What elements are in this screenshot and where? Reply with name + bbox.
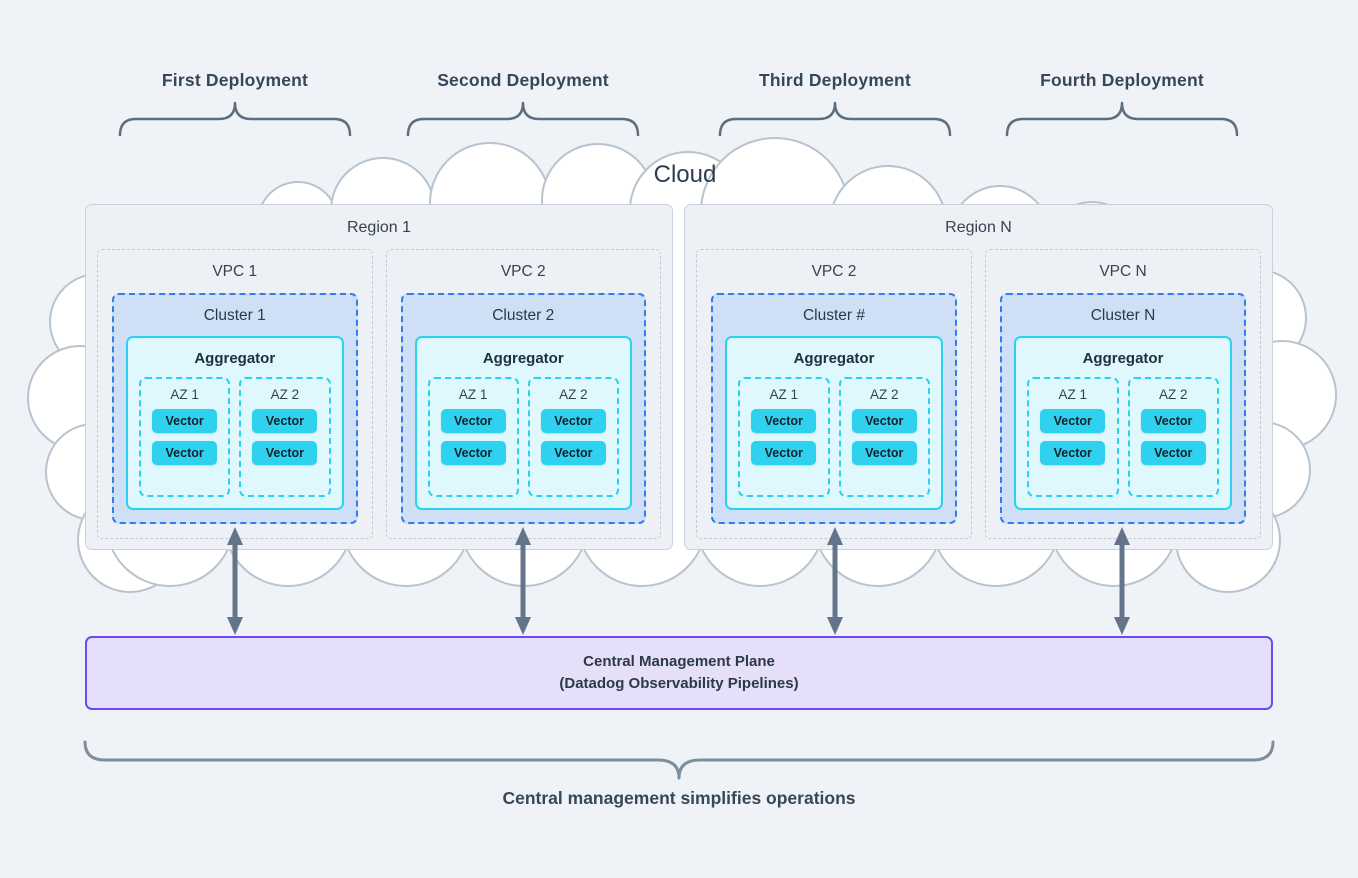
vector-node: Vector — [540, 441, 606, 465]
az-title: AZ 1 — [170, 387, 199, 402]
region-title: Region N — [945, 219, 1012, 236]
deployment-label-first: First Deployment — [161, 70, 309, 90]
aggregator-title: Aggregator — [1082, 350, 1164, 367]
vector-node: Vector — [1140, 409, 1206, 433]
caption-text: Central management simplifies operations — [502, 788, 856, 808]
region-1-box: Region 1 VPC 1 Cluster 1 Aggregator AZ 1… — [85, 204, 673, 550]
az-box: AZ 1 Vector Vector — [139, 377, 231, 497]
arrow-down-icon — [227, 617, 243, 635]
central-management-plane: Central Management Plane (Datadog Observ… — [85, 636, 1273, 710]
az-title: AZ 1 — [769, 387, 798, 402]
vector-node: Vector — [1140, 441, 1206, 465]
vector-node: Vector — [851, 409, 917, 433]
cluster-box: Cluster N Aggregator AZ 1 Vector Vector … — [1000, 293, 1246, 524]
vector-node: Vector — [440, 409, 506, 433]
vector-node: Vector — [1040, 409, 1106, 433]
arrow-down-icon — [827, 617, 843, 635]
cluster-box: Cluster # Aggregator AZ 1 Vector Vector … — [711, 293, 957, 524]
plane-title-line2: (Datadog Observability Pipelines) — [559, 675, 799, 692]
aggregator-box: Aggregator AZ 1 Vector Vector AZ 2 Vecto… — [1014, 336, 1232, 510]
vpc-box: VPC 1 Cluster 1 Aggregator AZ 1 Vector V… — [97, 249, 373, 539]
arrow-down-icon — [515, 617, 531, 635]
az-row: AZ 1 Vector Vector AZ 2 Vector Vector — [128, 377, 342, 508]
vector-node: Vector — [540, 409, 606, 433]
vpc-row: VPC 2 Cluster # Aggregator AZ 1 Vector V… — [685, 249, 1272, 549]
az-box: AZ 2 Vector Vector — [527, 377, 619, 497]
plane-title-line1: Central Management Plane — [583, 653, 775, 670]
deployment-label-second: Second Deployment — [437, 70, 609, 90]
aggregator-box: Aggregator AZ 1 Vector Vector AZ 2 Vecto… — [126, 336, 344, 510]
cluster-title: Cluster 2 — [492, 307, 555, 324]
az-row: AZ 1 Vector Vector AZ 2 Vector Vector — [727, 377, 941, 508]
az-box: AZ 1 Vector Vector — [427, 377, 519, 497]
cluster-box: Cluster 2 Aggregator AZ 1 Vector Vector … — [400, 293, 646, 524]
vpc-row: VPC 1 Cluster 1 Aggregator AZ 1 Vector V… — [86, 249, 672, 549]
brace-third-deployment — [718, 101, 952, 137]
brace-second-deployment — [406, 101, 640, 137]
arrow-down-icon — [1114, 617, 1130, 635]
aggregator-box: Aggregator AZ 1 Vector Vector AZ 2 Vecto… — [725, 336, 943, 510]
vpc-box: VPC N Cluster N Aggregator AZ 1 Vector V… — [985, 249, 1261, 539]
az-title: AZ 1 — [458, 387, 488, 402]
az-box: AZ 1 Vector Vector — [738, 377, 830, 497]
vector-node: Vector — [252, 409, 318, 433]
aggregator-title: Aggregator — [482, 350, 564, 367]
brace-fourth-deployment — [1005, 101, 1239, 137]
az-box: AZ 1 Vector Vector — [1027, 377, 1119, 497]
az-box: AZ 2 Vector Vector — [1127, 377, 1219, 497]
brace-central-management — [83, 740, 1275, 780]
vpc-title: VPC 2 — [500, 263, 546, 280]
az-title: AZ 1 — [1058, 387, 1087, 402]
cluster-title: Cluster N — [1090, 307, 1156, 324]
az-title: AZ 2 — [559, 387, 588, 402]
az-row: AZ 1 Vector Vector AZ 2 Vector Vector — [417, 377, 631, 508]
deployment-label-fourth: Fourth Deployment — [1040, 70, 1204, 90]
vpc-box: VPC 2 Cluster 2 Aggregator AZ 1 Vector V… — [385, 249, 661, 539]
vector-node: Vector — [152, 409, 218, 433]
vector-node: Vector — [851, 441, 917, 465]
region-title: Region 1 — [346, 219, 412, 236]
vpc-box: VPC 2 Cluster # Aggregator AZ 1 Vector V… — [696, 249, 972, 539]
aggregator-title: Aggregator — [793, 350, 875, 367]
deployment-label-third: Third Deployment — [759, 70, 911, 90]
vector-node: Vector — [152, 441, 218, 465]
vector-node: Vector — [1040, 441, 1106, 465]
cluster-box: Cluster 1 Aggregator AZ 1 Vector Vector … — [112, 293, 358, 524]
vector-node: Vector — [440, 441, 506, 465]
az-title: AZ 2 — [869, 387, 899, 402]
vpc-title: VPC 2 — [811, 263, 857, 280]
az-box: AZ 2 Vector Vector — [239, 377, 331, 497]
az-title: AZ 2 — [270, 387, 300, 402]
vpc-title: VPC N — [1099, 263, 1147, 280]
az-title: AZ 2 — [1158, 387, 1188, 402]
cloud-title: Cloud — [653, 161, 717, 188]
brace-first-deployment — [118, 101, 352, 137]
aggregator-title: Aggregator — [194, 350, 276, 367]
az-box: AZ 2 Vector Vector — [838, 377, 930, 497]
region-n-box: Region N VPC 2 Cluster # Aggregator AZ 1… — [684, 204, 1273, 550]
vector-node: Vector — [751, 409, 817, 433]
cluster-title: Cluster 1 — [203, 307, 266, 324]
vpc-title: VPC 1 — [212, 263, 258, 280]
az-row: AZ 1 Vector Vector AZ 2 Vector Vector — [1016, 377, 1230, 508]
vector-node: Vector — [751, 441, 817, 465]
vector-node: Vector — [252, 441, 318, 465]
aggregator-box: Aggregator AZ 1 Vector Vector AZ 2 Vecto… — [414, 336, 632, 510]
cluster-title: Cluster # — [802, 307, 866, 324]
